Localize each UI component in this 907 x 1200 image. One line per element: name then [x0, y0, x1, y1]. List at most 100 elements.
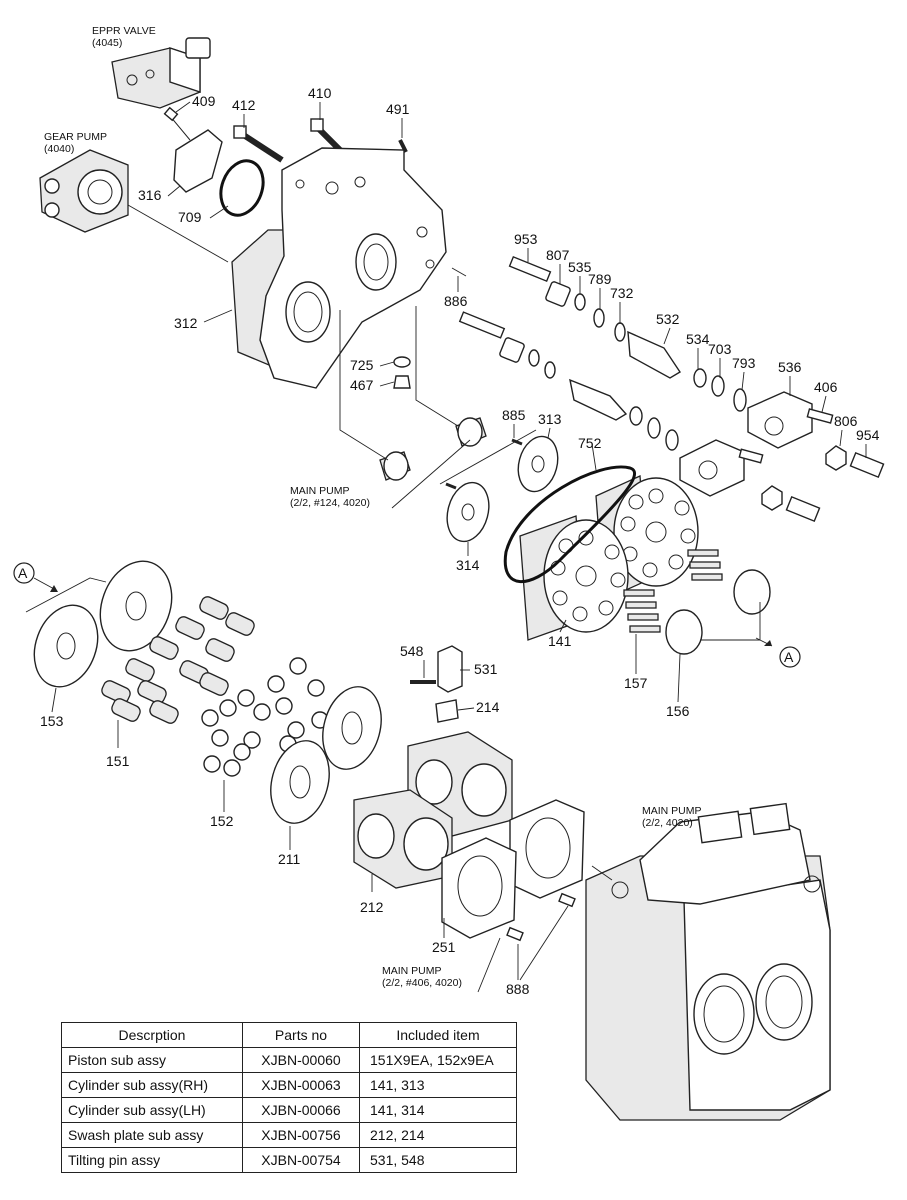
label-211: 211: [278, 851, 301, 867]
cell-included-item: 141, 313: [359, 1072, 517, 1098]
label-548: 548: [400, 643, 424, 659]
gear-pump: [39, 149, 129, 233]
label-709: 709: [178, 209, 202, 225]
label-789: 789: [588, 271, 612, 287]
regulator-parts-upper: [508, 255, 885, 479]
spherical-bush-lower: [665, 609, 703, 655]
view-marker-a-right: [779, 646, 801, 668]
view-marker-a-left-label: A: [18, 565, 28, 581]
cell-included-item: 531, 548: [359, 1147, 517, 1173]
label-953: 953: [514, 231, 538, 247]
label-752: 752: [578, 435, 602, 451]
cell-description: Cylinder sub assy(RH): [61, 1072, 243, 1098]
label-467: 467: [350, 377, 374, 393]
pistons-151: [101, 596, 255, 724]
callout-main-pump-c-ref: (2/2, #406, 4020): [382, 977, 462, 989]
table-row: Cylinder sub assy(RH) XJBN-00063 141, 31…: [61, 1072, 517, 1098]
cell-description: Tilting pin assy: [61, 1147, 243, 1173]
shoe-plate-lower: [270, 740, 330, 824]
table-header-row: Descrption Parts no Included item: [61, 1022, 517, 1048]
table-row: Cylinder sub assy(LH) XJBN-00066 141, 31…: [61, 1097, 517, 1123]
sub-assembly-table: Descrption Parts no Included item Piston…: [61, 1022, 517, 1173]
label-532: 532: [656, 311, 680, 327]
retainer-plate-lower: [33, 604, 99, 688]
label-406: 406: [814, 379, 838, 395]
tilting-pin-531: [437, 645, 463, 693]
callout-main-pump-b: MAIN PUMP: [642, 805, 702, 817]
label-316: 316: [138, 187, 162, 203]
label-409: 409: [192, 93, 216, 109]
label-313: 313: [538, 411, 562, 427]
valve-plate-313: [517, 435, 559, 493]
label-703: 703: [708, 341, 732, 357]
cell-included-item: 212, 214: [359, 1122, 517, 1148]
label-212: 212: [360, 899, 384, 915]
table-row: Tilting pin assy XJBN-00754 531, 548: [61, 1147, 517, 1173]
callout-main-pump-a-ref: (2/2, #124, 4020): [290, 497, 370, 509]
column-header-parts-no: Parts no: [242, 1022, 360, 1048]
cell-parts-no: XJBN-00756: [242, 1122, 360, 1148]
support-plate-lower: [441, 837, 517, 939]
label-151: 151: [106, 753, 130, 769]
label-725: 725: [350, 357, 374, 373]
table-row: Swash plate sub assy XJBN-00756 212, 214: [61, 1122, 517, 1148]
label-888: 888: [506, 981, 530, 997]
label-153: 153: [40, 713, 64, 729]
label-535: 535: [568, 259, 592, 275]
label-156: 156: [666, 703, 690, 719]
callout-main-pump-a: MAIN PUMP: [290, 485, 350, 497]
bearing-upper: [455, 417, 487, 447]
label-152: 152: [210, 813, 234, 829]
bearing-lower: [379, 451, 411, 481]
springs-157: [623, 549, 723, 633]
label-534: 534: [686, 331, 710, 347]
pin-888-b: [558, 892, 576, 908]
column-header-included-item: Included item: [359, 1022, 517, 1048]
main-housing: [231, 147, 447, 389]
label-141: 141: [548, 633, 572, 649]
support-plate-upper: [509, 799, 585, 899]
cell-parts-no: XJBN-00754: [242, 1147, 360, 1173]
cell-description: Cylinder sub assy(LH): [61, 1097, 243, 1123]
label-412: 412: [232, 97, 256, 113]
callout-gear-pump: GEAR PUMP: [44, 131, 107, 143]
bush-214: [435, 699, 459, 723]
label-807: 807: [546, 247, 570, 263]
bolt-412: [233, 125, 284, 163]
regulator-parts-lower: [458, 311, 821, 523]
label-732: 732: [610, 285, 634, 301]
plug-491: [398, 139, 408, 153]
valve-plate-314: [446, 481, 490, 543]
label-314: 314: [456, 557, 480, 573]
label-157: 157: [624, 675, 648, 691]
label-491: 491: [386, 101, 410, 117]
swash-plate-lower: [353, 789, 453, 889]
callout-main-pump-b-ref: (2/2, 4020): [642, 817, 693, 829]
label-251: 251: [432, 939, 456, 955]
label-536: 536: [778, 359, 802, 375]
label-312: 312: [174, 315, 198, 331]
main-pump-assembly: [585, 802, 831, 1121]
view-marker-a-right-label: A: [784, 649, 794, 665]
view-marker-a-left: [13, 562, 35, 584]
label-214: 214: [476, 699, 500, 715]
o-ring-709: [219, 159, 265, 217]
pin-888-a: [506, 926, 524, 942]
o-ring-752: [503, 465, 637, 584]
cylinder-block-left: [519, 515, 629, 641]
callout-eppr-valve: EPPR VALVE: [92, 25, 156, 37]
label-806: 806: [834, 413, 858, 429]
column-header-description: Descrption: [61, 1022, 243, 1048]
cell-description: Piston sub assy: [61, 1047, 243, 1073]
label-410: 410: [308, 85, 332, 101]
callout-gear-pump-ref: (4040): [44, 143, 74, 155]
plug-467: [393, 375, 411, 389]
retainer-plate-upper: [99, 560, 173, 652]
cell-included-item: 141, 314: [359, 1097, 517, 1123]
spherical-bush-upper: [733, 569, 771, 615]
label-531: 531: [474, 661, 498, 677]
label-793: 793: [732, 355, 756, 371]
label-954: 954: [856, 427, 880, 443]
